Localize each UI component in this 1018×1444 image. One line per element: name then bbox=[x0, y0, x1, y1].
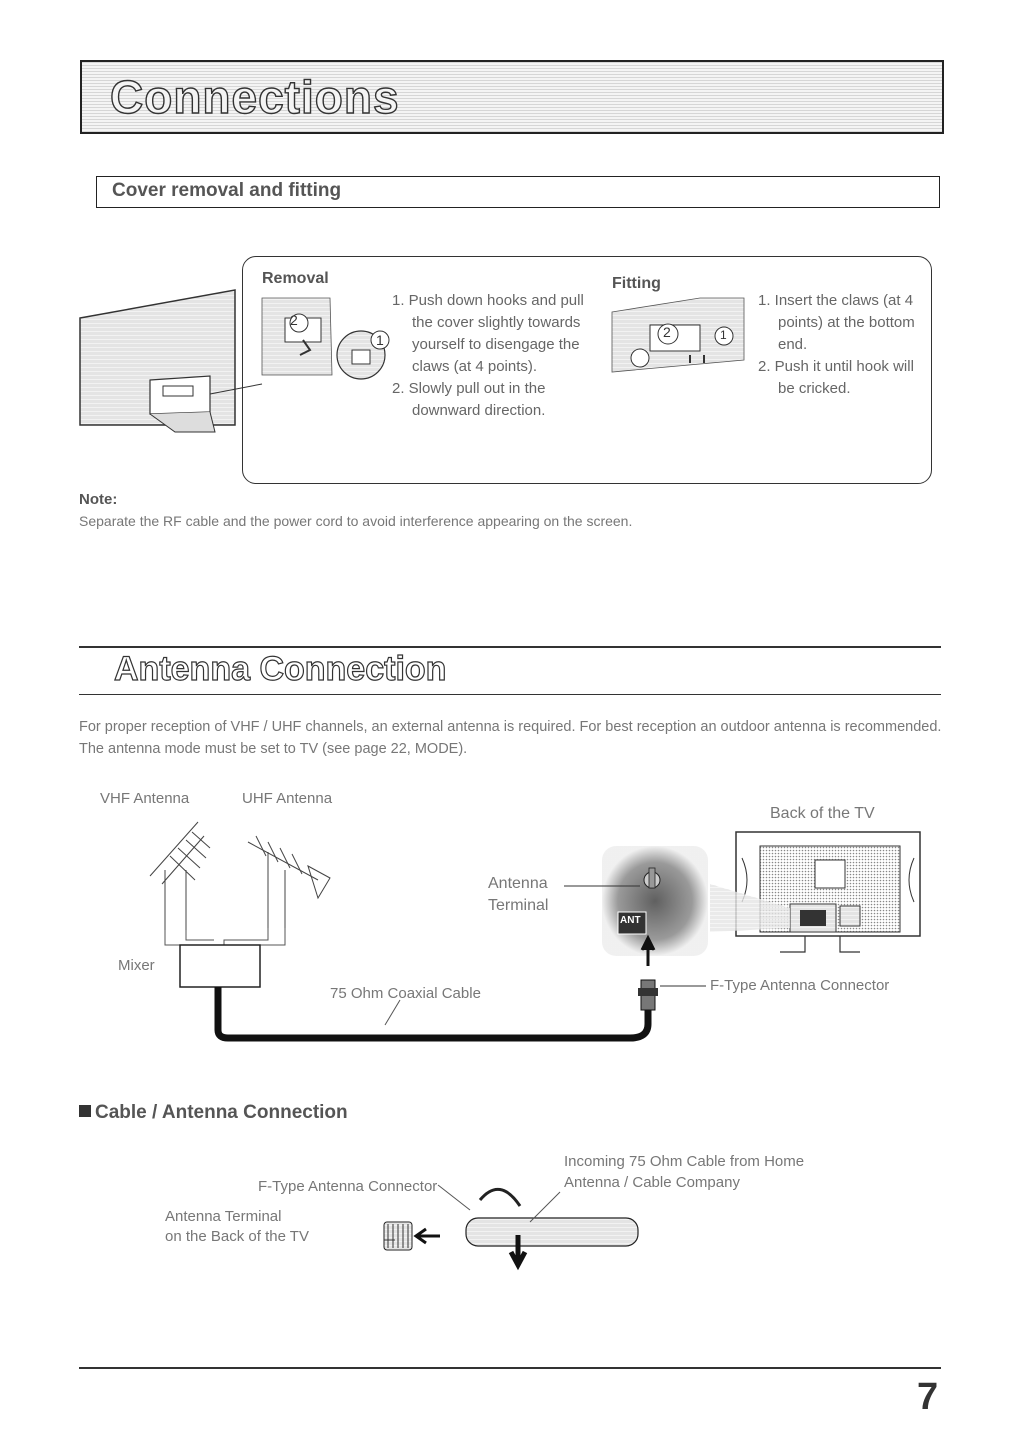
back-of-tv-label: Back of the TV bbox=[770, 805, 875, 822]
vhf-antenna-label: VHF Antenna bbox=[100, 790, 190, 807]
page-number: 7 bbox=[917, 1376, 939, 1418]
incoming-cable-label-line1: Incoming 75 Ohm Cable from Home bbox=[564, 1153, 805, 1170]
antenna-section-title: Antenna Connection bbox=[113, 649, 447, 688]
removal-step: 1. Push down hooks and pull the cover sl… bbox=[392, 292, 584, 375]
section-rule-bottom bbox=[79, 694, 941, 695]
tv-corner-illustration bbox=[79, 289, 263, 433]
incoming-cable-label-line2: Antenna / Cable Company bbox=[564, 1174, 740, 1191]
fitting-callout-2: 2 bbox=[663, 324, 671, 340]
section-rule-top bbox=[79, 646, 941, 648]
note-label: Note: bbox=[79, 491, 118, 508]
antenna-terminal-label-line2: Terminal bbox=[488, 897, 549, 914]
antenna-intro: For proper reception of VHF / UHF channe… bbox=[79, 719, 942, 757]
antenna-diagram bbox=[149, 821, 921, 1042]
ant-port-label: ANT bbox=[620, 915, 641, 926]
removal-detail-illustration bbox=[261, 297, 390, 380]
footer-rule bbox=[79, 1367, 941, 1369]
note-text: Separate the RF cable and the power cord… bbox=[79, 513, 633, 529]
mixer-box bbox=[179, 944, 261, 988]
page-title: Connections bbox=[109, 70, 400, 123]
antenna-terminal-label-line1: Antenna bbox=[488, 875, 548, 892]
header-banner bbox=[80, 60, 944, 134]
cable-antenna-heading: Cable / Antenna Connection bbox=[79, 1102, 348, 1124]
cable-antenna-heading-text: Cable / Antenna Connection bbox=[95, 1102, 348, 1123]
callout-2: 2 bbox=[290, 312, 298, 328]
fitting-steps: 1. Insert the claws (at 4 points) at the… bbox=[758, 290, 918, 400]
fitting-detail-illustration bbox=[611, 297, 745, 373]
removal-steps: 1. Push down hooks and pull the cover sl… bbox=[392, 290, 602, 422]
fitting-step: 2. Push it until hook will be cricked. bbox=[758, 358, 914, 397]
cable-connection-diagram bbox=[383, 1184, 639, 1271]
cable-terminal-label-line2: on the Back of the TV bbox=[165, 1228, 309, 1245]
cable-terminal-label-line1: Antenna Terminal bbox=[165, 1208, 282, 1225]
cable-f-type-connector-label: F-Type Antenna Connector bbox=[258, 1178, 438, 1195]
f-type-connector-label: F-Type Antenna Connector bbox=[710, 977, 890, 994]
cover-section-title: Cover removal and fitting bbox=[112, 180, 342, 201]
uhf-antenna-label: UHF Antenna bbox=[242, 790, 333, 807]
cover-section-box bbox=[96, 176, 940, 208]
fitting-heading: Fitting bbox=[612, 275, 661, 292]
callout-1: 1 bbox=[376, 332, 384, 348]
bullet-square-icon bbox=[79, 1105, 91, 1117]
fitting-callout-1: 1 bbox=[720, 328, 727, 342]
fitting-step: 1. Insert the claws (at 4 points) at the… bbox=[758, 292, 915, 353]
coaxial-cable-label: 75 Ohm Coaxial Cable bbox=[330, 985, 481, 1002]
mixer-label: Mixer bbox=[118, 957, 155, 974]
removal-heading: Removal bbox=[262, 270, 329, 287]
removal-step: 2. Slowly pull out in the downward direc… bbox=[392, 380, 546, 419]
